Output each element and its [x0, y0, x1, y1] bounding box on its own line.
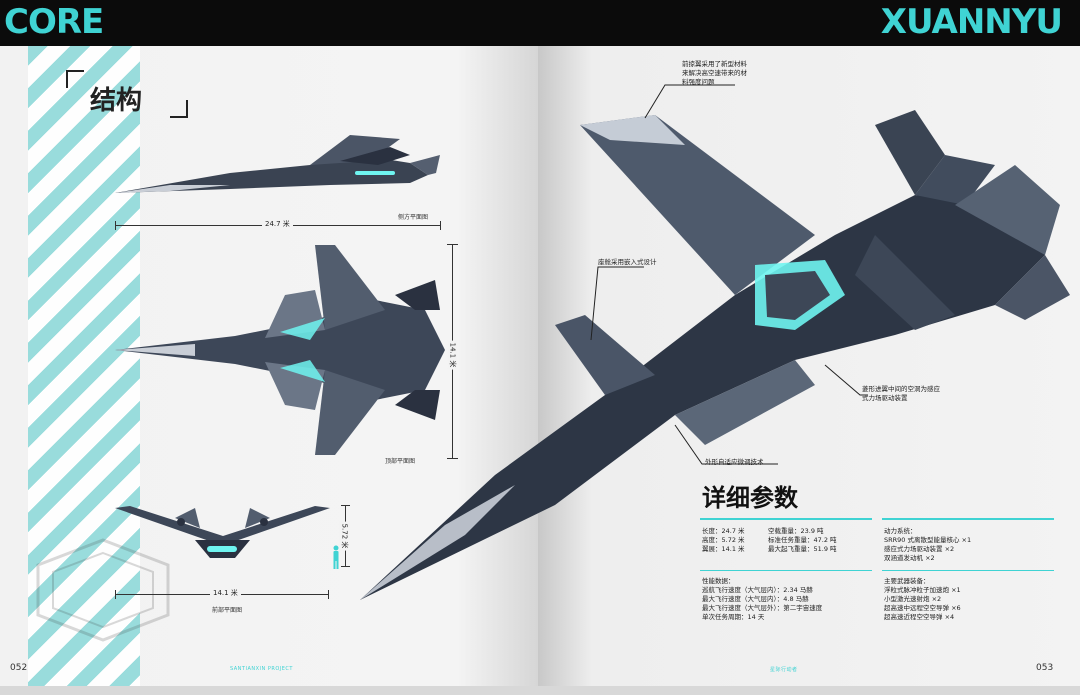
callout-adaptive-shape: 外形自适应微调技术	[705, 458, 764, 466]
spec-mission-weight: 标准任务重量：47.2 吨	[768, 536, 837, 544]
weapon-laser: 小型激光速射炮 ×2	[884, 595, 942, 603]
jet-side-view	[115, 135, 440, 193]
front-width-tick-r	[328, 590, 329, 599]
details-rule-left-2	[700, 570, 872, 571]
performance-max-out: 最大飞行速度（大气层外）：第二宇宙速度	[702, 604, 823, 612]
watermark-seal	[36, 538, 170, 642]
human-scale-icon	[333, 545, 339, 569]
footer-left: SANTIANXIN PROJECT	[230, 666, 293, 672]
spec-basic-left: 长度：24.7 米 高度：5.72 米 翼展：14.1 米	[702, 527, 745, 554]
jet-top-view	[115, 245, 445, 455]
page-number-right: 053	[1036, 663, 1054, 673]
weapon-short-missile: 超高速近程空空导弹 ×4	[884, 613, 955, 621]
top-height-tick-b	[447, 458, 458, 459]
spec-performance: 性能数据： 巡航飞行速度（大气层内）：2.34 马赫 最大飞行速度（大气层内）：…	[702, 577, 822, 622]
details-rule-right	[882, 518, 1054, 520]
callout-line-4	[674, 424, 778, 465]
spec-max-weight: 最大起飞重量：51.9 吨	[768, 545, 837, 553]
details-title: 详细参数	[702, 483, 798, 512]
weapon-mid-missile: 超高速中远程空空导弹 ×6	[884, 604, 961, 612]
decorative-stripes	[28, 46, 140, 686]
brand-core: CORE	[4, 2, 104, 42]
section-title-structure: 结构	[90, 86, 143, 116]
front-width-label: 14.1 米	[210, 588, 241, 598]
front-height-tick-t	[341, 505, 350, 506]
spec-weapons: 主要武器装备： 浮粒式脉冲粒子加速炮 ×1 小型激光速射炮 ×2 超高速中远程空…	[884, 577, 961, 622]
front-height-tick-b	[341, 566, 350, 567]
performance-mission: 单次任务周期：14 天	[702, 613, 765, 621]
performance-cruise: 巡航飞行速度（大气层内）：2.34 马赫	[702, 586, 813, 594]
power-field: 感应式力场驱动装置 ×2	[884, 545, 955, 553]
footer-right: 星际行动者	[770, 667, 798, 673]
jet-front-view	[115, 506, 330, 558]
book-bottom-edge	[0, 686, 1080, 695]
brand-xuannyu: XUANNYU	[880, 2, 1063, 42]
details-rule-right-2	[882, 570, 1054, 571]
callout-cockpit: 座舱采用嵌入式设计	[598, 258, 657, 266]
details-rule-left	[700, 518, 872, 520]
callout-force-field: 菱形进翼中间的空洞为感应式力场驱动装置	[862, 385, 940, 402]
callout-line-3	[824, 364, 868, 396]
spec-span: 翼展：14.1 米	[702, 545, 745, 553]
page-number-left: 052	[10, 663, 28, 673]
side-length-tick-l	[115, 221, 116, 230]
spec-power: 动力系统： SRR90 式离散型能量核心 ×1 感应式力场驱动装置 ×2 双涵道…	[884, 527, 971, 563]
top-view-caption: 顶部平面图	[385, 458, 416, 465]
title-bracket-close	[170, 100, 188, 118]
power-title: 动力系统：	[884, 527, 917, 535]
callout-wing-material: 前掠翼采用了新型材料来解决高空速带来的材料强度问题	[682, 60, 747, 86]
callout-line-2	[590, 266, 644, 341]
front-width-tick-l	[115, 590, 116, 599]
front-view-caption: 前部平面图	[212, 607, 243, 614]
spec-basic-right: 空载重量：23.9 吨 标准任务重量：47.2 吨 最大起飞重量：51.9 吨	[768, 527, 837, 554]
callout-line-1	[644, 84, 735, 119]
weapons-title: 主要武器装备：	[884, 577, 930, 585]
side-length-tick-r	[440, 221, 441, 230]
power-engine: 双涵道发动机 ×2	[884, 554, 935, 562]
side-length-label: 24.7 米	[262, 219, 293, 229]
spec-length: 长度：24.7 米	[702, 527, 745, 535]
side-view-caption: 侧方平面图	[398, 214, 429, 221]
spec-height: 高度：5.72 米	[702, 536, 745, 544]
weapon-cannon: 浮粒式脉冲粒子加速炮 ×1	[884, 586, 961, 594]
title-bracket-open	[66, 70, 84, 88]
performance-max-in: 最大飞行速度（大气层内）：4.8 马赫	[702, 595, 809, 603]
jet-main-perspective	[360, 110, 1070, 600]
top-bar: CORE XUANNYU	[0, 0, 1080, 46]
spec-empty-weight: 空载重量：23.9 吨	[768, 527, 824, 535]
top-height-tick-t	[447, 244, 458, 245]
power-core: SRR90 式离散型能量核心 ×1	[884, 536, 972, 544]
performance-title: 性能数据：	[702, 577, 735, 585]
